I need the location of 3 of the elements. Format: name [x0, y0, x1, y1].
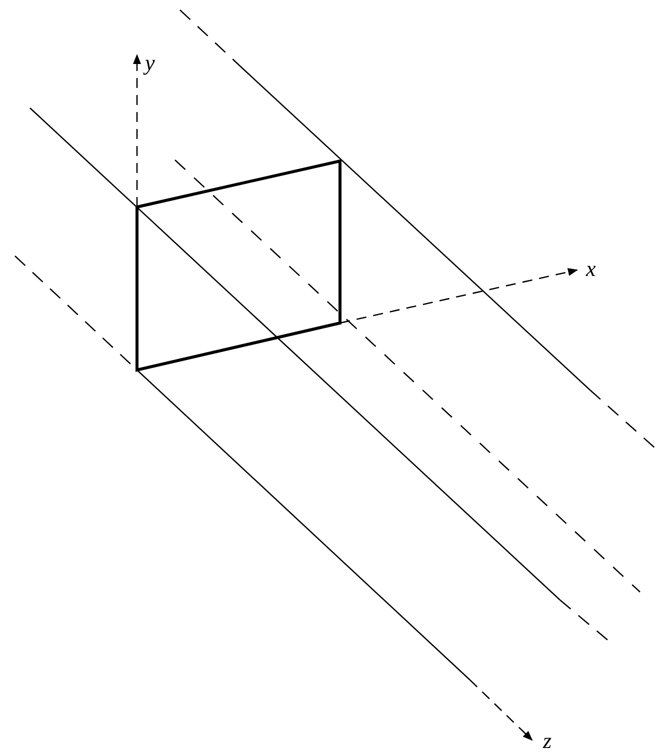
axis-label: z — [543, 730, 552, 752]
axis-label: x — [586, 258, 596, 280]
axis-label: y — [145, 52, 155, 74]
